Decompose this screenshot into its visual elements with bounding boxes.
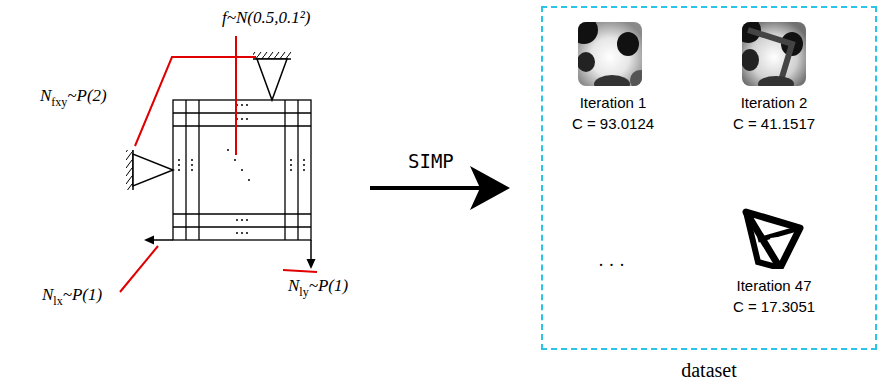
density-image-2 <box>742 22 806 86</box>
pin-support-left <box>126 150 173 190</box>
distribution-label-group: f~N(0.5,0.1²) <box>222 8 310 28</box>
label-text: SIMP <box>408 150 454 172</box>
iteration-caption: Iteration 2C = 41.1517 <box>729 92 820 134</box>
poisson-label-group: Nlx~P(1) <box>42 285 102 305</box>
poisson-label-group: Nfxy~P(2) <box>40 86 107 106</box>
density-image-47 <box>742 205 806 269</box>
load-arrow-y <box>307 240 316 269</box>
method-label-group: SIMP <box>408 150 454 172</box>
poisson-label-group: Nly~P(1) <box>288 276 348 296</box>
load-arrow-x <box>144 236 173 245</box>
compliance-value: C = 41.1517 <box>729 113 820 134</box>
box-heading: dataset <box>543 359 875 382</box>
density-image-1 <box>578 22 642 86</box>
iteration-caption: Iteration 1C = 93.0124 <box>568 92 659 134</box>
iteration-label: Iteration 47 <box>729 275 820 296</box>
iteration-label: Iteration 1 <box>568 92 659 113</box>
label-text: N <box>40 86 51 106</box>
ellipsis-label-group: · · · <box>598 255 625 276</box>
pin-support-top <box>253 52 291 100</box>
label-text: ~P(1) <box>63 285 102 305</box>
label-text: ~P(1) <box>309 276 348 296</box>
ellipsis-dots <box>178 104 305 234</box>
subscript-text: lx <box>53 294 62 309</box>
iteration-label: Iteration 2 <box>729 92 820 113</box>
compliance-value: C = 93.0124 <box>568 113 659 134</box>
label-text: · · · <box>598 255 625 276</box>
subscript-text: ly <box>299 285 308 300</box>
dataset-box: datasetIteration 1C = 93.0124Iteration 2… <box>541 6 877 350</box>
leader-lines <box>120 36 317 292</box>
compliance-value: C = 17.3051 <box>729 296 820 317</box>
label-text: N <box>288 276 299 296</box>
subscript-text: fxy <box>51 95 67 110</box>
mesh-grid <box>173 100 311 240</box>
label-text: f~N(0.5,0.1²) <box>222 8 310 28</box>
process-arrow <box>370 166 510 210</box>
label-text: N <box>42 285 53 305</box>
label-text: ~P(2) <box>67 86 106 106</box>
iteration-caption: Iteration 47C = 17.3051 <box>729 275 820 317</box>
